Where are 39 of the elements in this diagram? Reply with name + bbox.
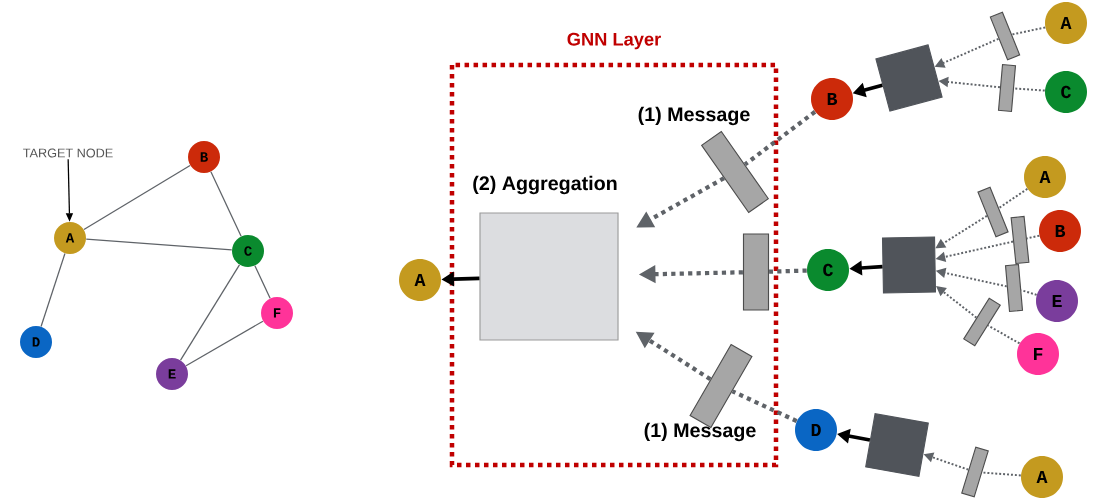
message-label: (1) Message	[638, 106, 750, 126]
aggregator-square	[881, 236, 937, 294]
graph-node: B	[188, 141, 220, 173]
layer-title: GNN Layer	[567, 32, 661, 50]
graph-node: C	[1045, 71, 1087, 113]
graph-node: E	[156, 358, 188, 390]
message-bar	[989, 11, 1021, 61]
graph-node: F	[1017, 333, 1059, 375]
aggregation-label: (2) Aggregation	[473, 175, 617, 195]
message-bar	[997, 63, 1017, 113]
graph-node: A	[54, 222, 86, 254]
message-arrow	[936, 286, 978, 319]
graph-node: F	[261, 297, 293, 329]
message-label: (1) Message	[644, 422, 756, 442]
graph-node: D	[20, 326, 52, 358]
graph-node: B	[811, 78, 853, 120]
message-bar	[1010, 215, 1030, 265]
message-bar	[963, 297, 1001, 347]
graph-edge	[179, 264, 241, 361]
graph-edge	[185, 320, 264, 367]
graph-edge	[85, 238, 233, 251]
message-bar	[961, 446, 989, 498]
graph-edge	[254, 265, 271, 299]
graph-node: C	[807, 249, 849, 291]
message-bar	[977, 186, 1009, 238]
target-label: TARGET NODE	[23, 148, 113, 158]
message-bar	[742, 233, 770, 311]
graph-node: B	[1039, 210, 1081, 252]
message-bar	[1004, 263, 1024, 313]
graph-node: A	[1045, 2, 1087, 44]
graph-node: A	[1024, 156, 1066, 198]
graph-node: A	[1021, 456, 1063, 498]
graph-node: E	[1036, 280, 1078, 322]
graph-edge	[83, 164, 191, 231]
graph-node: D	[795, 409, 837, 451]
graph-edge	[210, 171, 242, 237]
graph-node: A	[399, 259, 441, 301]
graph-node: C	[232, 235, 264, 267]
graph-edge	[40, 252, 66, 328]
